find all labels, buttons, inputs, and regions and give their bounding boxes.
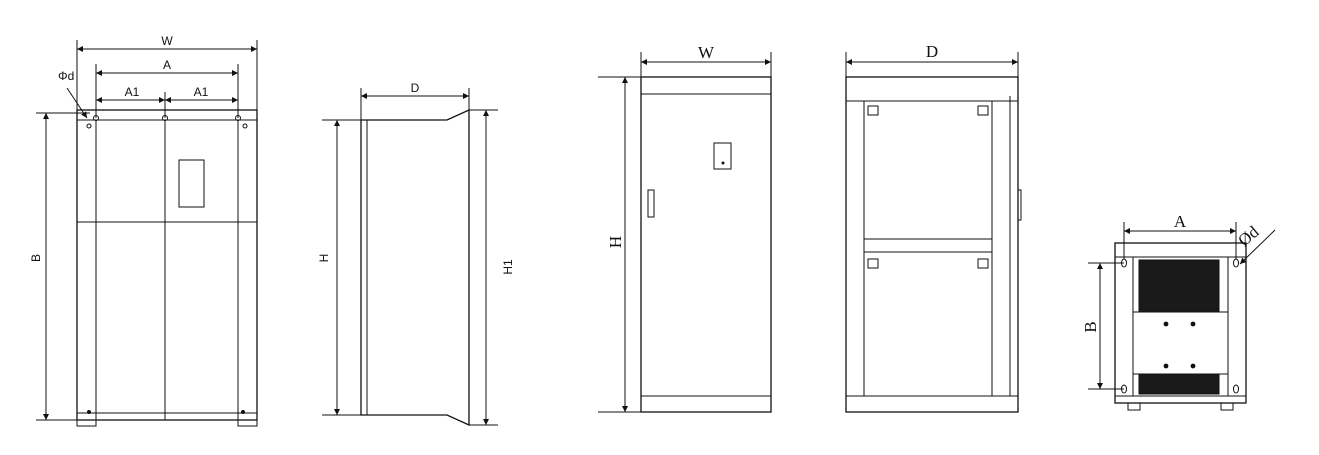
mount-span-label: A <box>163 58 171 72</box>
width-label: W <box>698 43 715 62</box>
half-span-right-label: A1 <box>194 85 209 99</box>
frame-middle-rail <box>863 238 993 253</box>
bolt <box>1163 321 1169 327</box>
frame-right-post <box>991 100 1011 397</box>
total-height-label: H1 <box>501 259 515 275</box>
base-outline <box>1114 242 1247 404</box>
display-window <box>713 142 732 170</box>
bracket <box>977 258 989 269</box>
depth-label: D <box>411 81 420 95</box>
bolt <box>1190 363 1196 369</box>
cabinet-outline <box>640 76 772 413</box>
top-block <box>1138 259 1220 313</box>
cabinet-outline <box>76 109 258 421</box>
height-label: H <box>317 254 331 263</box>
hole-leader <box>1239 229 1276 265</box>
bottom-block <box>1138 373 1220 395</box>
display-window <box>178 159 205 208</box>
front-view-2: W H <box>598 43 772 413</box>
hole-diameter-label: Φd <box>58 69 74 83</box>
front-view-1: W A A1 A1 Φd B <box>29 34 258 427</box>
bracket <box>867 105 879 116</box>
span-label: A <box>1174 212 1187 231</box>
side-view-2: D <box>845 42 1022 413</box>
bracket <box>867 258 879 269</box>
bottom-hole <box>87 410 91 414</box>
height-label: B <box>29 254 43 262</box>
bottom-hole <box>241 410 245 414</box>
frame-left-post <box>845 100 865 397</box>
half-span-left-label: A1 <box>125 85 140 99</box>
mounting-hole <box>1233 258 1239 268</box>
base-plan-view: A Ød B <box>1081 212 1276 411</box>
side-view-1: D H H1 <box>317 81 515 427</box>
depth-label: D <box>926 42 938 61</box>
height-label: H <box>606 236 625 248</box>
door-handle <box>647 189 655 218</box>
bolt <box>1190 321 1196 327</box>
mounting-hole <box>1233 384 1239 394</box>
side-outline <box>360 108 470 427</box>
height-label: B <box>1081 321 1100 332</box>
bolt <box>1163 363 1169 369</box>
bracket <box>977 105 989 116</box>
width-label: W <box>161 34 173 48</box>
